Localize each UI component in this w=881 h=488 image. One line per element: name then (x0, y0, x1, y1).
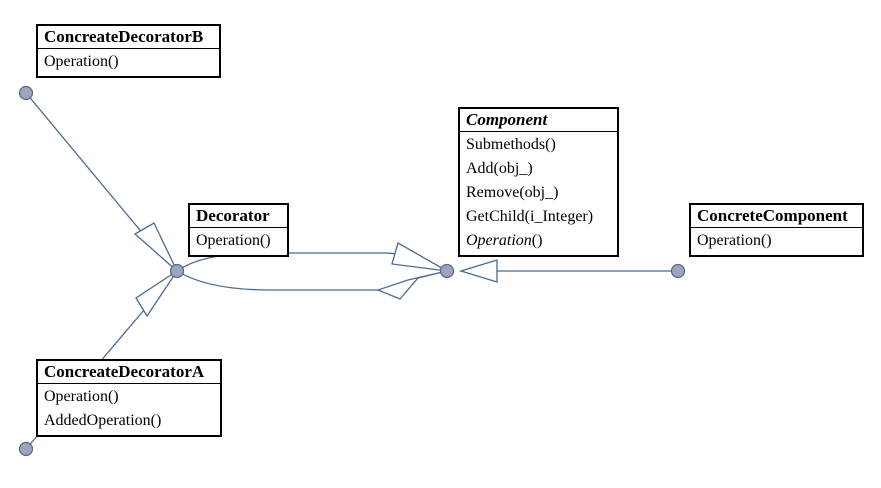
generalization-arrowhead (458, 259, 498, 283)
method-list: Operation() AddedOperation() (38, 384, 220, 435)
method-list: Operation() (691, 228, 862, 255)
class-name: Decorator (190, 205, 287, 228)
method-name: Operation (466, 232, 532, 249)
class-component[interactable]: Component Submethods() Add(obj_) Remove(… (458, 107, 619, 257)
method-list: Operation() (190, 228, 287, 255)
class-concrete-component[interactable]: ConcreteComponent Operation() (689, 203, 864, 257)
method: Add(obj_) (466, 160, 533, 177)
method-list: Submethods() Add(obj_) Remove(obj_) GetC… (460, 132, 617, 255)
edge-decorator-b-to-decorator (25, 92, 155, 248)
aggregation-diamond (376, 270, 448, 300)
method: Operation() (196, 232, 271, 249)
method: Submethods() (466, 136, 556, 153)
node-point-concrete-component (670, 263, 686, 279)
class-name: Component (460, 109, 617, 132)
node-point-decorator-a (18, 441, 34, 457)
method-list: Operation() (38, 49, 219, 76)
method: Operation() (44, 388, 119, 405)
generalization-arrowhead (135, 270, 178, 318)
class-name: ConcreateDecoratorA (38, 361, 220, 384)
class-name: ConcreteComponent (691, 205, 862, 228)
method: GetChild(i_Integer) (466, 208, 594, 225)
method: Operation() (44, 53, 119, 70)
class-decorator[interactable]: Decorator Operation() (188, 203, 289, 257)
generalization-arrowhead (391, 242, 448, 272)
class-concrete-decorator-a[interactable]: ConcreateDecoratorA Operation() AddedOpe… (36, 359, 222, 437)
method-params: () (531, 232, 543, 249)
node-point-decorator (169, 263, 185, 279)
abstract-method: Operation() (466, 229, 611, 253)
method: AddedOperation() (44, 412, 162, 429)
node-point-decorator-b (18, 85, 34, 101)
method: Remove(obj_) (466, 184, 559, 201)
node-point-component (439, 263, 455, 279)
class-concrete-decorator-b[interactable]: ConcreateDecoratorB Operation() (36, 24, 221, 78)
class-name: ConcreateDecoratorB (38, 26, 219, 49)
method: Operation() (697, 232, 772, 249)
edge-decorator-to-component-aggregation (176, 270, 378, 291)
generalization-arrowhead (133, 222, 178, 272)
